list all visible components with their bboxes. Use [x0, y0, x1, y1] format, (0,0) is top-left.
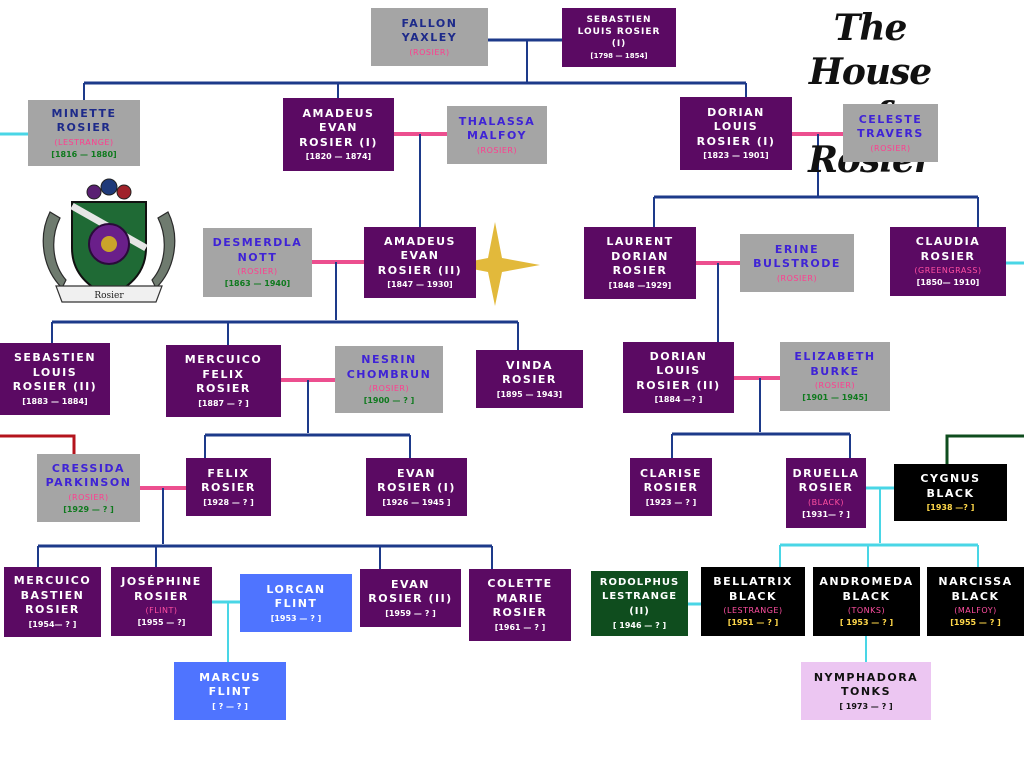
person-druella-rosier[interactable]: Druella Rosier (Black) [1931— ? ] — [786, 458, 866, 528]
person-bellatrix-black[interactable]: Bellatrix Black (Lestrange) [1951 — ? ] — [701, 567, 805, 636]
red-offpage-line — [0, 434, 76, 454]
person-felix-rosier[interactable]: Felix Rosier [1928 — ? ] — [186, 458, 271, 516]
person-cygnus-black[interactable]: Cygnus Black [1938 —? ] — [894, 464, 1007, 521]
person-nesrin-chombrun[interactable]: Nesrin Chombrun (Rosier) [1900 — ? ] — [335, 346, 443, 413]
person-dorian-rosier-ii[interactable]: Dorian Louis Rosier (II) [1884 —? ] — [623, 342, 734, 413]
person-narcissa-black[interactable]: Narcissa Black (Malfoy) [1955 — ? ] — [927, 567, 1024, 636]
person-evan-rosier-ii[interactable]: Evan Rosier (II) [1959 — ? ] — [360, 569, 461, 627]
person-clarise-rosier[interactable]: Clarise Rosier [1923 — ? ] — [630, 458, 712, 516]
rosier-crest-icon: Rosier — [36, 176, 182, 308]
green-offpage-line — [945, 434, 1024, 464]
person-mercuico-felix-rosier[interactable]: Mercuico Felix Rosier [1887 — ? ] — [166, 345, 281, 417]
person-sebastien-rosier-ii[interactable]: Sebastien Louis Rosier (II) [1883 — 1884… — [0, 343, 110, 415]
title-line-1: The House — [808, 7, 932, 93]
person-lorcan-flint[interactable]: Lorcan Flint [1953 — ? ] — [240, 574, 352, 632]
person-josephine-rosier[interactable]: Joséphine Rosier (Flint) [1955 — ?] — [111, 567, 212, 636]
person-sebastien-rosier-i[interactable]: Sebastien Louis Rosier (I) [1798 — 1854] — [562, 8, 676, 67]
person-rodolphus-lestrange[interactable]: Rodolphus Lestrange (II) [ 1946 — ? ] — [591, 571, 688, 636]
person-cressida-parkinson[interactable]: Cressida Parkinson (Rosier) [1929 — ? ] — [37, 454, 140, 522]
person-celeste-travers[interactable]: Celeste Travers (Rosier) — [843, 104, 938, 162]
person-erine-bulstrode[interactable]: Erine Bulstrode (Rosier) — [740, 234, 854, 292]
person-evan-rosier-i[interactable]: Evan Rosier (I) [1926 — 1945 ] — [366, 458, 467, 516]
person-nymphadora-tonks[interactable]: Nymphadora Tonks [ 1973 — ? ] — [801, 662, 931, 720]
person-andromeda-black[interactable]: Andromeda Black (Tonks) [ 1953 — ? ] — [813, 567, 920, 636]
person-minette-rosier[interactable]: Minette Rosier (Lestrange) [1816 — 1880] — [28, 100, 140, 166]
person-colette-rosier[interactable]: Colette Marie Rosier [1961 — ? ] — [469, 569, 571, 641]
person-amadeus-rosier-i[interactable]: Amadeus Evan Rosier (I) [1820 — 1874] — [283, 98, 394, 171]
crest-label: Rosier — [94, 291, 124, 301]
person-marcus-flint[interactable]: Marcus Flint [ ? — ? ] — [174, 662, 286, 720]
person-elizabeth-burke[interactable]: Elizabeth Burke (Rosier) [1901 — 1945] — [780, 342, 890, 411]
person-mercuico-bastien-rosier[interactable]: Mercuico Bastien Rosier [1954— ? ] — [4, 567, 101, 637]
person-desmerdla-nott[interactable]: Desmerdla Nott (Rosier) [1863 — 1940] — [203, 228, 312, 297]
person-thalassa-malfoy[interactable]: Thalassa Malfoy (Rosier) — [447, 106, 547, 164]
person-vinda-rosier[interactable]: Vinda Rosier [1895 — 1943] — [476, 350, 583, 408]
person-amadeus-rosier-ii[interactable]: Amadeus Evan Rosier (II) [1847 — 1930] — [364, 227, 476, 298]
star-icon — [452, 222, 540, 306]
person-claudia-rosier[interactable]: Claudia Rosier (Greengrass) [1850— 1910] — [890, 227, 1006, 296]
person-laurent-rosier[interactable]: Laurent Dorian Rosier [1848 —1929] — [584, 227, 696, 299]
person-dorian-rosier-i[interactable]: Dorian Louis Rosier (I) [1823 — 1901] — [680, 97, 792, 170]
person-fallon-yaxley[interactable]: Fallon Yaxley (Rosier) — [371, 8, 488, 66]
